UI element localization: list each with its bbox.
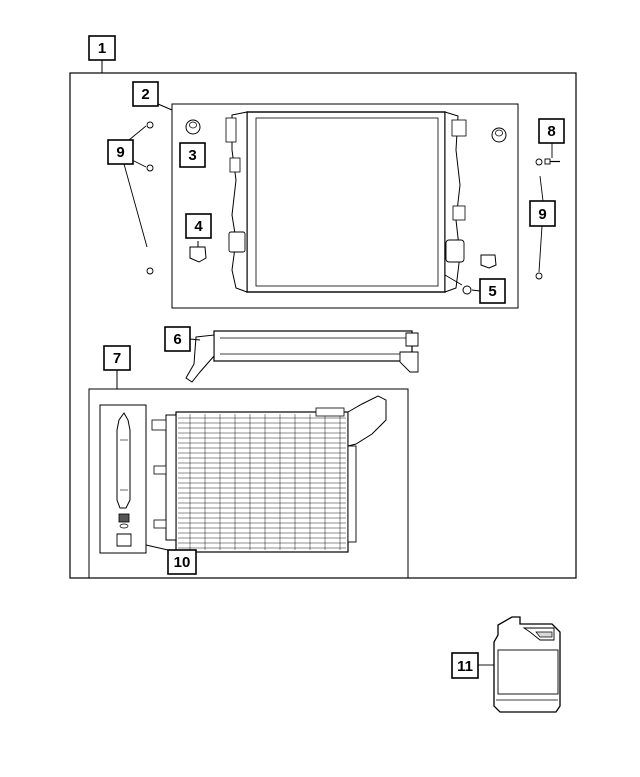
- callout-9[interactable]: 9: [107, 139, 134, 165]
- callout-label: 8: [547, 123, 555, 140]
- callout-9[interactable]: 9: [529, 200, 556, 227]
- leader-9b: [539, 175, 544, 202]
- callout-label: 1: [98, 40, 106, 57]
- isolator-icon[interactable]: [185, 119, 201, 135]
- radiator-box: [171, 103, 519, 309]
- callout-5[interactable]: 5: [479, 278, 506, 304]
- bracket-icon[interactable]: [189, 241, 207, 263]
- bracket-icon[interactable]: [480, 254, 497, 269]
- callout-label: 9: [116, 144, 124, 161]
- leader-9a: [131, 159, 147, 168]
- leader-6: [189, 338, 201, 341]
- callout-8[interactable]: 8: [538, 118, 565, 144]
- leader-5: [471, 289, 481, 292]
- nut-icon[interactable]: [535, 158, 543, 166]
- leader-9a: [123, 163, 148, 248]
- bolt-icon[interactable]: [544, 158, 560, 165]
- callout-label: 9: [538, 206, 546, 223]
- callout-3[interactable]: 3: [179, 142, 206, 168]
- callout-label: 5: [488, 283, 496, 300]
- condenser-icon[interactable]: [151, 395, 387, 553]
- callout-1[interactable]: 1: [88, 35, 116, 61]
- leader-2: [157, 103, 173, 111]
- drier-box: [99, 404, 147, 554]
- isolator-icon[interactable]: [491, 127, 507, 143]
- nut-icon[interactable]: [146, 164, 154, 172]
- radiator-icon[interactable]: [225, 111, 467, 293]
- coolant-jug-icon[interactable]: [493, 616, 561, 713]
- nut-icon[interactable]: [535, 272, 543, 280]
- callout-4[interactable]: 4: [185, 213, 212, 239]
- grommet-icon[interactable]: [462, 285, 472, 295]
- leader-9b: [538, 225, 543, 273]
- receiver-drier-icon[interactable]: [116, 412, 132, 547]
- nut-icon[interactable]: [146, 267, 154, 275]
- oil-cooler-icon[interactable]: [185, 330, 419, 383]
- condenser-fins: [178, 414, 346, 550]
- callout-7[interactable]: 7: [103, 345, 131, 371]
- callout-label: 11: [457, 658, 473, 675]
- callout-label: 2: [141, 86, 149, 103]
- leader-10: [145, 544, 169, 551]
- callout-label: 10: [174, 554, 191, 571]
- nut-icon[interactable]: [146, 121, 154, 129]
- callout-6[interactable]: 6: [164, 326, 191, 352]
- leader-9a: [128, 125, 147, 141]
- callout-label: 3: [188, 147, 196, 164]
- callout-10[interactable]: 10: [167, 549, 197, 575]
- callout-11[interactable]: 11: [451, 652, 479, 679]
- callout-2[interactable]: 2: [132, 81, 159, 107]
- callout-label: 7: [113, 350, 121, 367]
- condenser-box: [88, 388, 409, 579]
- callout-label: 6: [173, 331, 181, 348]
- callout-label: 4: [194, 218, 203, 235]
